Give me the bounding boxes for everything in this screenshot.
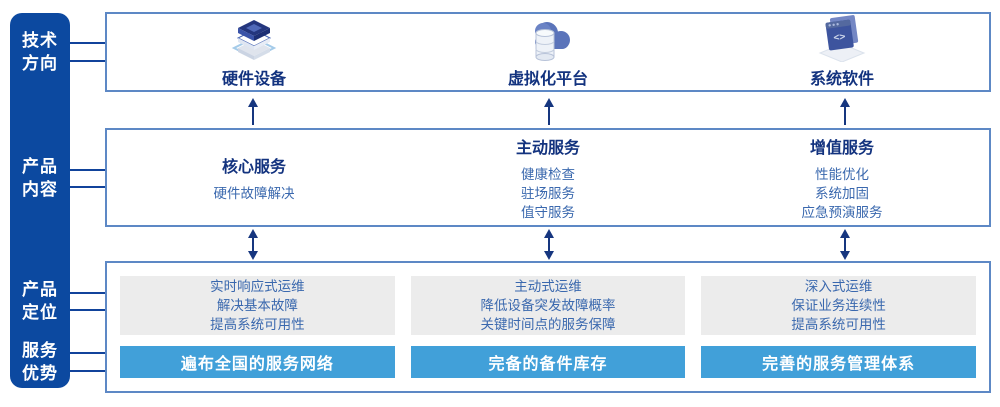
service-cell-value-added: 增值服务 性能优化 系统加固 应急预演服务 xyxy=(695,130,989,225)
service-cell-core: 核心服务 硬件故障解决 xyxy=(107,130,401,225)
connector-line xyxy=(70,370,106,372)
positioning-panel: 实时响应式运维 解决基本故障 提高系统可用性 xyxy=(120,276,395,336)
advantage-bar: 完备的备件库存 xyxy=(410,346,686,378)
service-item: 值守服务 xyxy=(521,204,575,220)
sidebar-label-service-advantage: 服务 优势 xyxy=(22,341,58,383)
svg-text:<>: <> xyxy=(833,31,846,44)
tech-label-hardware: 硬件设备 xyxy=(221,70,286,88)
position-column-2: 主动式运维 降低设备突发故障概率 关键时间点的服务保障 完备的备件库存 xyxy=(410,276,686,378)
server-stack-icon xyxy=(226,16,282,62)
connector-line xyxy=(70,292,106,294)
service-cell-proactive: 主动服务 健康检查 驻场服务 值守服务 xyxy=(401,130,695,225)
advantage-bar: 遍布全国的服务网络 xyxy=(120,346,395,378)
tech-label-virtualization: 虚拟化平台 xyxy=(507,70,588,88)
connector-line xyxy=(70,186,106,188)
positioning-line: 提高系统可用性 xyxy=(210,317,305,333)
sidebar-label-product-content: 产品 内容 xyxy=(22,157,58,199)
up-arrow-icon xyxy=(840,98,850,125)
positioning-line: 关键时间点的服务保障 xyxy=(480,317,616,333)
service-item: 性能优化 xyxy=(815,166,869,182)
advantage-bar: 完善的服务管理体系 xyxy=(701,346,977,378)
tech-cell-hardware: 硬件设备 xyxy=(107,14,401,90)
positioning-line: 主动式运维 xyxy=(514,279,582,295)
service-item: 硬件故障解决 xyxy=(213,185,295,201)
service-title-core: 核心服务 xyxy=(221,158,286,176)
tech-direction-box: 硬件设备 虚拟化平台 xyxy=(105,12,991,92)
tech-label-system-software: 系统软件 xyxy=(809,70,874,88)
double-arrow-icon xyxy=(248,229,258,260)
positioning-line: 降低设备突发故障概率 xyxy=(480,298,616,314)
connector-line xyxy=(70,309,106,311)
positioning-panel: 主动式运维 降低设备突发故障概率 关键时间点的服务保障 xyxy=(410,276,686,336)
double-arrow-icon xyxy=(840,229,850,260)
positioning-line: 实时响应式运维 xyxy=(210,279,305,295)
connector-line xyxy=(70,352,106,354)
service-item: 驻场服务 xyxy=(521,185,575,201)
sidebar-label-product-position: 产品 定位 xyxy=(22,280,58,322)
service-item: 应急预演服务 xyxy=(801,204,883,220)
service-item: 系统加固 xyxy=(815,185,869,201)
positioning-line: 深入式运维 xyxy=(804,279,873,295)
service-title-proactive: 主动服务 xyxy=(515,139,580,157)
connector-line xyxy=(70,60,106,62)
positioning-line: 保证业务连续性 xyxy=(791,298,886,314)
positioning-panel: 深入式运维 保证业务连续性 提高系统可用性 xyxy=(701,276,977,336)
tech-cell-system-software: <> 系统软件 xyxy=(695,14,989,90)
service-item: 健康检查 xyxy=(521,166,575,182)
double-arrow-icon xyxy=(544,229,554,260)
position-column-3: 深入式运维 保证业务连续性 提高系统可用性 完善的服务管理体系 xyxy=(701,276,977,378)
up-arrow-icon xyxy=(544,98,554,125)
service-title-value-added: 增值服务 xyxy=(809,139,874,157)
connector-line xyxy=(70,169,106,171)
product-content-box: 核心服务 硬件故障解决 主动服务 健康检查 驻场服务 值守服务 增值服务 性能优… xyxy=(105,128,991,227)
connector-line xyxy=(70,42,106,44)
code-window-icon: <> xyxy=(814,14,870,62)
up-arrow-icon xyxy=(248,98,258,125)
product-position-box: 实时响应式运维 解决基本故障 提高系统可用性 遍布全国的服务网络 主动式运维 降… xyxy=(105,261,991,393)
position-column-1: 实时响应式运维 解决基本故障 提高系统可用性 遍布全国的服务网络 xyxy=(120,276,395,378)
positioning-line: 解决基本故障 xyxy=(216,298,298,314)
cloud-database-icon xyxy=(520,16,576,62)
positioning-line: 提高系统可用性 xyxy=(791,317,886,333)
tech-cell-virtualization: 虚拟化平台 xyxy=(401,14,695,90)
sidebar-label-tech-direction: 技术 方向 xyxy=(22,31,58,73)
category-sidebar: 技术 方向 产品 内容 产品 定位 服务 优势 xyxy=(10,13,70,388)
